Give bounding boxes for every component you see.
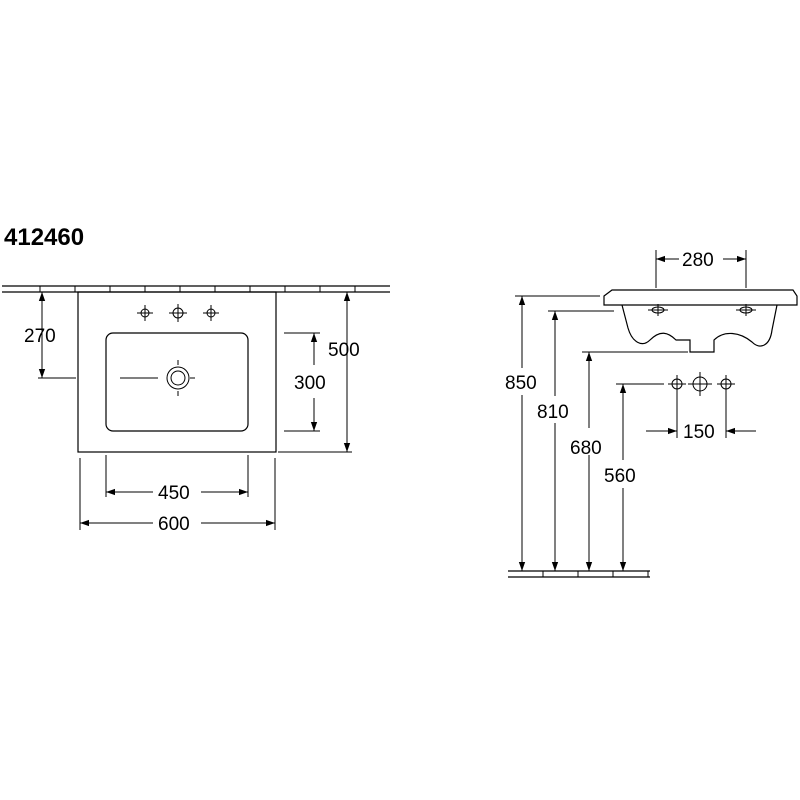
dim-450: 450: [105, 455, 249, 504]
svg-text:300: 300: [294, 373, 326, 394]
basin-bowl: [105, 332, 249, 432]
dim-300: 300: [284, 332, 326, 432]
dim-150: 150: [646, 392, 756, 443]
drain-icon: [120, 360, 195, 396]
dim-680: 680: [570, 351, 688, 571]
side-view: 280 850 810 680: [505, 250, 798, 578]
dim-600: 600: [79, 458, 276, 535]
tap-hole-icon: [169, 304, 187, 322]
basin-profile: [603, 289, 798, 353]
dim-280: 280: [655, 250, 747, 288]
dim-810: 810: [537, 310, 614, 571]
basin-outline: [77, 291, 277, 453]
dim-560: 560: [604, 383, 664, 571]
supply-connection-icon: [717, 375, 735, 393]
supply-connection-icon: [688, 372, 712, 396]
svg-text:810: 810: [537, 402, 569, 423]
svg-text:270: 270: [24, 326, 56, 347]
svg-text:600: 600: [158, 514, 190, 535]
tap-hole-icon: [137, 305, 153, 321]
svg-text:680: 680: [570, 438, 602, 459]
supply-connection-icon: [668, 375, 686, 393]
svg-text:150: 150: [683, 422, 715, 443]
model-number: 412460: [4, 224, 84, 251]
wall-line: [2, 285, 390, 293]
svg-text:560: 560: [604, 466, 636, 487]
svg-text:280: 280: [682, 250, 714, 271]
svg-text:850: 850: [505, 373, 537, 394]
floor-line: [508, 570, 650, 578]
dim-500: 500: [278, 292, 360, 453]
tap-hole-icon: [203, 305, 219, 321]
svg-text:500: 500: [328, 340, 360, 361]
dim-270: 270: [24, 292, 76, 379]
dim-850: 850: [505, 295, 600, 571]
svg-text:450: 450: [158, 483, 190, 504]
plan-view: 270 300 500 450: [2, 285, 390, 535]
